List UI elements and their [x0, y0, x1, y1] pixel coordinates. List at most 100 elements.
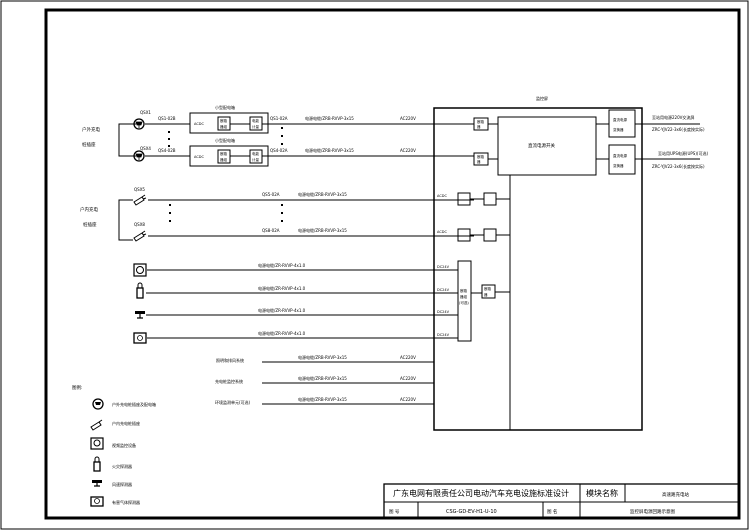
- indoor-group-label-2: 桩插座: [83, 221, 97, 228]
- dc-voltage-3: DC24V: [437, 310, 450, 314]
- drawing-number-label: 图 号: [389, 509, 400, 515]
- outdoor-socket-icon: [133, 150, 145, 162]
- legend-label: 户内充电桩插座: [112, 420, 140, 426]
- cabinet-title: 监控屏: [536, 95, 548, 101]
- converter-label: 直流电源: [613, 153, 627, 158]
- cable-top: 电源电缆/ZRB-RVVP-3x15: [305, 115, 354, 121]
- indoor-socket-icon: [133, 194, 147, 206]
- main-dc-switch: [497, 116, 597, 176]
- dc-voltage-4: DC24V: [437, 333, 450, 337]
- box-meter: 计量: [252, 157, 260, 162]
- legend-label: 视频监控设备: [112, 442, 136, 448]
- box-ac: ACDC: [194, 155, 204, 159]
- dc-cable-4: 电源电缆/ZR-RVVP-4x1.0: [258, 330, 306, 336]
- box-breaker: 断路: [220, 118, 227, 123]
- combined-label: 器组: [460, 294, 468, 299]
- box-title: 小型配电箱: [215, 137, 235, 143]
- dc-cable-1: 电源电缆/ZR-RVVP-4x1.0: [258, 262, 306, 268]
- combined-breaker: [457, 260, 472, 342]
- breaker-label: 器: [477, 160, 481, 164]
- box-ac: ACDC: [194, 122, 204, 126]
- legend: 图例: 户外充电桩插座及配电箱 户内充电桩插座 视频监控设备 火灾探测器 风速探…: [72, 384, 156, 507]
- outdoor-socket-icon: [92, 398, 104, 410]
- breaker-label: 器: [484, 293, 488, 297]
- converter-label: 直流电源: [613, 117, 627, 122]
- indoor-socket-icon: [133, 230, 147, 242]
- ac-label-top: ACDC: [437, 194, 447, 198]
- dc-cable-2: 电源电缆/ZR-RVVP-4x1.0: [258, 285, 306, 291]
- dc-voltage-2: DC24V: [437, 288, 450, 292]
- cable-bottom: 电源电缆/ZRB-RVVP-3x15: [305, 147, 354, 153]
- drawing-name-label: 图 名: [547, 508, 557, 515]
- gas-detector-icon: [90, 496, 104, 507]
- wind-detector-icon: [92, 480, 102, 487]
- dc-loads: 电源电缆/ZR-RVVP-4x1.0 电源电缆/ZR-RVVP-4x1.0 电源…: [133, 262, 458, 344]
- indoor-charger-group: 户内充电 桩插座 QSX5 QSX8 QS5-02A QS8-02A 电源电缆/…: [80, 187, 474, 242]
- distribution-box-top: 小型配电箱 ACDC 断路 器组 电能 计量: [189, 104, 269, 134]
- ac-load-label-1: 照明和排风系统: [216, 357, 244, 363]
- box-breaker: 器组: [220, 124, 227, 129]
- box-meter: 电能: [252, 118, 260, 123]
- dc-voltage-1: DC24V: [437, 265, 450, 269]
- outdoor-group-label-2: 桩插座: [82, 141, 96, 148]
- box-breaker: 断路: [220, 151, 227, 156]
- feed-bottom: QS8-02A: [262, 228, 280, 233]
- ac-cable-3: 电源电缆/ZRB-RVVP-3x15: [298, 396, 347, 402]
- output-cable-2: ZRC-YJV22-3x6(长度按实际): [652, 163, 705, 169]
- ac-voltage-3: AC220V: [400, 397, 416, 402]
- legend-title: 图例:: [72, 384, 83, 391]
- socket-id-top: QSX5: [134, 187, 145, 192]
- output-cable-1: ZRC-YJV22-3x6(长度按实际): [652, 126, 705, 132]
- breaker-label: 断路: [477, 119, 485, 124]
- drawing-name: 监控屏电源回路示意图: [630, 508, 675, 515]
- ac-cable-1: 电源电缆/ZRB-RVVP-3x15: [298, 354, 347, 360]
- camera-monitor-icon: [133, 263, 147, 277]
- ac-load-label-3: 环境监测单元(可选): [215, 399, 251, 405]
- legend-label: 火灾探测器: [112, 463, 132, 469]
- drawing-frame: [44, 8, 741, 520]
- voltage-bottom: AC220V: [400, 148, 416, 153]
- indoor-socket-icon: [90, 419, 103, 431]
- cable-top: 电源电缆/ZRB-RVVP-3x15: [298, 191, 347, 197]
- company-name: 广东电网有限责任公司电动汽车充电设施标准设计: [393, 488, 569, 498]
- title-block: 广东电网有限责任公司电动汽车充电设施标准设计 模块名称 高速路充电站 图 号 C…: [383, 483, 740, 519]
- ac-voltage-1: AC220V: [400, 355, 416, 360]
- camera-monitor-icon: [90, 437, 104, 450]
- outdoor-group-label-1: 户外充电: [82, 126, 100, 133]
- legend-label: 户外充电桩插座及配电箱: [112, 401, 156, 407]
- outdoor-charger-group: 户外充电 桩插座 QSX1 QSX4 QS1-02B QS4-02B 小型配电箱…: [82, 104, 474, 167]
- box-title: 小型配电箱: [215, 104, 235, 110]
- output-label-1: 至站用电源220V交流屏: [652, 114, 694, 120]
- combined-label: (可选): [459, 300, 469, 305]
- switch-bottom: QS4-02B: [158, 148, 176, 153]
- ac-loads: 照明和排风系统 充电桩监控系统 环境监测单元(可选) 电源电缆/ZRB-RVVP…: [215, 354, 434, 405]
- module-label: 模块名称: [586, 488, 618, 498]
- main-switch-label: 直流电源开关: [528, 142, 555, 149]
- output-label-2: 至站用UPS电源(UPS)(可选): [658, 150, 708, 156]
- box-breaker: 器组: [220, 157, 227, 162]
- monitoring-cabinet: 监控屏 断路 器 断路 器 直流电源开关 直流电源 变换器 直流电源 变换器: [433, 95, 700, 431]
- outdoor-socket-icon: [133, 118, 145, 130]
- breaker-label: 断路: [484, 286, 492, 291]
- legend-label: 有害气体探测器: [112, 499, 140, 505]
- converter-label: 变换器: [613, 163, 624, 168]
- socket-id-bottom: QSX4: [140, 146, 151, 151]
- breaker-label: 器: [477, 125, 481, 129]
- box-meter: 计量: [252, 124, 260, 129]
- module-value: 高速路充电站: [662, 491, 689, 498]
- dc-cable-3: 电源电缆/ZR-RVVP-4x1.0: [258, 307, 306, 313]
- combined-label: 断路: [460, 288, 468, 293]
- breaker-label: 断路: [477, 154, 485, 159]
- distribution-box-bottom: 小型配电箱 ACDC 断路 器组 电能 计量: [189, 137, 269, 167]
- socket-id-top: QSX1: [140, 110, 151, 115]
- box-meter: 电能: [252, 151, 260, 156]
- wind-detector-icon: [135, 311, 145, 319]
- ac-label-bottom: ACDC: [437, 230, 447, 234]
- gas-detector-icon: [133, 332, 147, 344]
- converter-label: 变换器: [613, 127, 624, 132]
- fire-detector-icon: [136, 282, 144, 299]
- ac-load-label-2: 充电桩监控系统: [215, 378, 243, 384]
- ac-voltage-2: AC220V: [400, 376, 416, 381]
